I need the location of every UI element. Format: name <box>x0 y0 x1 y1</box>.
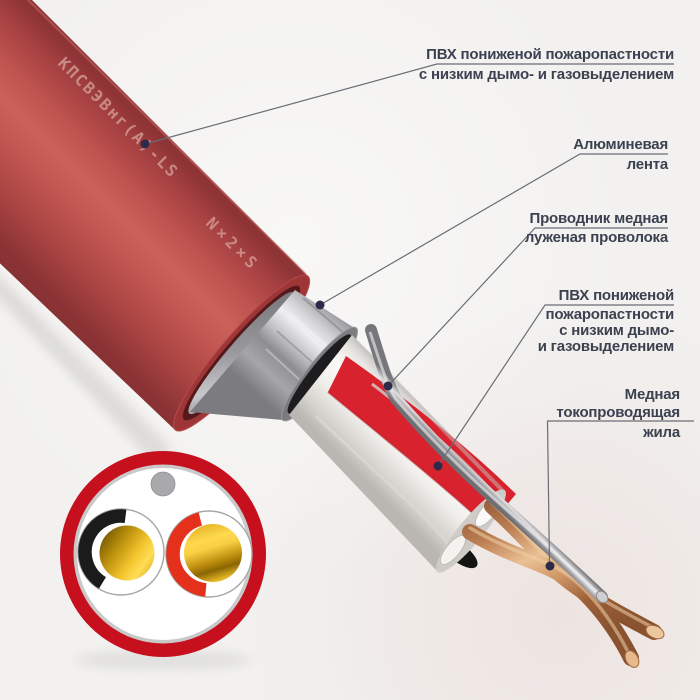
callouts: ПВХ пониженой пожаропастности с низким д… <box>140 46 694 571</box>
callout-label: Медная <box>625 386 680 403</box>
callout-dot-core-insulation <box>433 461 443 471</box>
copper-end-face-2 <box>624 650 640 668</box>
cross-section-red-marker-arc <box>166 511 252 597</box>
callout-label: с низким дымо- и газовыделением <box>419 66 674 83</box>
callout-label: пожаропастности <box>545 306 674 323</box>
callout-aluminium-tape: Алюминевая лента <box>315 136 669 310</box>
cross-section-copper-core-right <box>184 524 242 582</box>
aluminium-tape <box>188 290 358 422</box>
callout-outer-sheath: ПВХ пониженой пожаропастности с низким д… <box>140 46 674 149</box>
callout-drain-wire: Проводник медная луженая проволока <box>383 210 669 391</box>
callout-dot-outer-sheath <box>140 139 150 149</box>
callout-label: жила <box>642 424 681 441</box>
cross-section-copper-core-left <box>99 525 155 581</box>
cable-shadow <box>0 276 172 464</box>
callout-core-insulation: ПВХ пониженой пожаропастности с низким д… <box>433 287 674 471</box>
callout-dot-drain-wire <box>383 381 393 391</box>
red-stripe <box>328 356 516 544</box>
callout-dot-aluminium-tape <box>315 300 325 310</box>
callout-label: токопроводящая <box>556 404 680 421</box>
callout-label: ПВХ пониженой <box>559 287 674 304</box>
callout-label: Проводник медная <box>530 210 669 227</box>
callout-dot-copper-core <box>545 561 555 571</box>
cross-section-drain-wire <box>150 471 176 497</box>
callout-label: и газовыделением <box>538 338 674 355</box>
callout-label: с низким дымо- <box>559 322 674 339</box>
tape-cut-hole <box>287 334 352 414</box>
copper-end-face-1 <box>645 624 665 640</box>
callout-label: Алюминевая <box>573 136 668 153</box>
cross-section-black-marker-arc <box>78 509 164 595</box>
callout-label: луженая проволока <box>525 229 669 246</box>
drain-wire <box>365 324 609 604</box>
cross-section-shadow <box>75 650 251 670</box>
callout-label: ПВХ пониженой пожаропастности <box>426 46 674 63</box>
cross-section-diagram <box>60 451 266 670</box>
callout-label: лента <box>627 156 669 173</box>
callout-copper-core: Медная токопроводящая жила <box>545 386 694 571</box>
drain-wire-end-face <box>595 590 609 604</box>
cable-illustration: КПСВЭВнг(А)-LS N×2×S <box>0 0 665 668</box>
